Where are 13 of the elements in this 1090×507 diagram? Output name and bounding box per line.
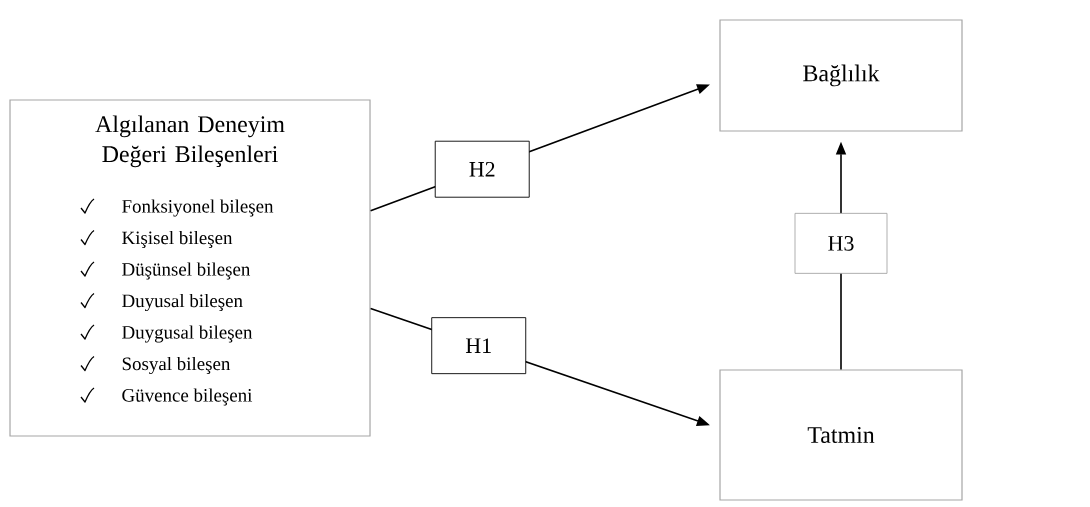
list-item: Kişisel bileşen bbox=[122, 230, 233, 249]
edge-label: H3 bbox=[794, 212, 888, 274]
list-item: Duygusal bileşen bbox=[122, 325, 253, 343]
factor-box: Tatmin bbox=[719, 369, 963, 501]
factor-box: Algılanan Deneyim Değeri Bileşenleri Fonksiyonel bileşen Kişisel bileşen Düşünsel bileşen Duyusal bileşen Duygusal bileşen Sosyal bileşen Güvence bileşeni bbox=[9, 99, 371, 437]
edge-label: H1 bbox=[431, 317, 527, 375]
list-item: Duyusal bileşen bbox=[122, 293, 243, 312]
edge-label: H2 bbox=[434, 140, 530, 198]
list-item: Düşünsel bileşen bbox=[122, 262, 251, 280]
list-item: Sosyal bileşen bbox=[122, 356, 231, 375]
list-item: Güvence bileşeni bbox=[122, 388, 253, 406]
list-item: Fonksiyonel bileşen bbox=[122, 199, 274, 217]
factor-box: Bağlılık bbox=[719, 19, 963, 132]
